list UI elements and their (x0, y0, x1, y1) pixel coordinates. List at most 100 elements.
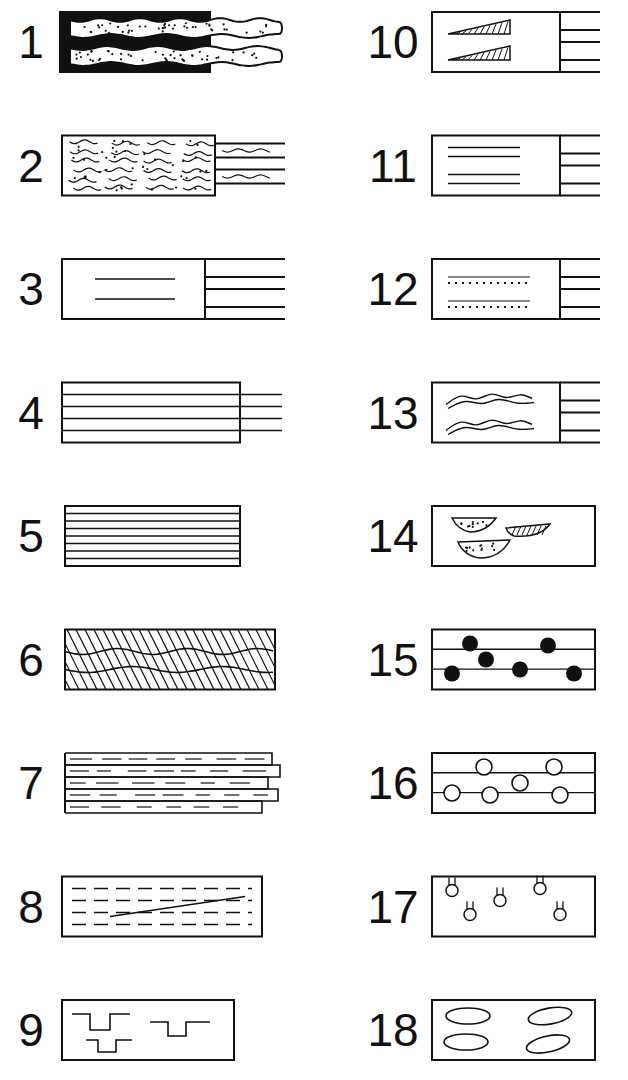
item-number: 9 (2, 1002, 60, 1058)
concretion (527, 1004, 573, 1027)
stroke (215, 169, 285, 171)
stroke (183, 158, 211, 162)
dot (158, 27, 160, 29)
stroke (205, 276, 285, 278)
stroke (472, 902, 473, 910)
stroke (146, 185, 174, 189)
stroke (432, 772, 595, 773)
box-outline (62, 259, 205, 319)
symbol-10 (432, 12, 600, 72)
dot (141, 59, 143, 61)
nodule (540, 638, 556, 654)
item-number: 4 (2, 385, 60, 441)
stroke (67, 630, 97, 690)
symbol-2 (62, 136, 285, 196)
dot (186, 27, 188, 29)
dot (468, 525, 470, 527)
stroke (504, 47, 508, 60)
dot (253, 53, 255, 55)
stroke (527, 526, 531, 535)
item-number: 11 (356, 138, 430, 194)
stroke (560, 183, 600, 185)
item-number: 18 (356, 1002, 430, 1058)
stroke (128, 770, 147, 771)
dot (201, 58, 203, 60)
open-circle (512, 775, 528, 791)
stroke (65, 630, 88, 690)
stroke (560, 430, 600, 432)
dot (101, 151, 103, 153)
stroke (65, 667, 273, 673)
dot (162, 27, 164, 29)
dot (180, 54, 182, 56)
dot (205, 170, 207, 172)
stroke (215, 143, 285, 145)
dot (482, 521, 484, 523)
stroke (196, 794, 210, 795)
stroke (498, 49, 502, 60)
dot (194, 188, 196, 190)
dot (170, 54, 172, 56)
dot (98, 171, 100, 173)
stroke (121, 630, 151, 690)
box-outline (432, 753, 595, 813)
dot (460, 522, 462, 524)
box-outline (432, 12, 560, 72)
stroke (104, 168, 132, 172)
stroke (560, 71, 600, 73)
item-number: 8 (2, 879, 60, 935)
dot (105, 157, 107, 159)
stroke (522, 526, 526, 535)
stroke (185, 758, 201, 759)
stroke (68, 178, 96, 182)
stroke (194, 806, 209, 807)
stroke (502, 888, 503, 896)
symbol-18 (432, 1000, 595, 1060)
dot (210, 28, 212, 30)
dot (472, 523, 474, 525)
dot (166, 60, 168, 62)
dot (173, 57, 175, 59)
item-number: 6 (2, 632, 60, 688)
stroke (210, 770, 228, 771)
stroke (532, 526, 536, 535)
stroke (112, 141, 140, 145)
dot (162, 54, 164, 56)
stroke (462, 31, 466, 34)
dot (480, 544, 482, 546)
dot (84, 176, 86, 178)
stroke (480, 53, 484, 60)
stroke (448, 282, 530, 284)
nodule (462, 636, 478, 652)
dot (217, 56, 219, 58)
stroke (175, 630, 205, 690)
stroke (498, 23, 502, 34)
stroke (536, 876, 537, 884)
stroke (70, 18, 282, 38)
stroke (560, 11, 600, 13)
stroke (560, 412, 600, 414)
stroke (181, 770, 196, 771)
dot (72, 157, 74, 159)
stroke (100, 794, 117, 795)
stroke (456, 32, 460, 34)
stroke (448, 147, 520, 148)
item-number: 10 (356, 14, 430, 70)
stroke (211, 630, 241, 690)
symbol-8 (62, 877, 262, 937)
stroke (562, 902, 563, 910)
nodule (566, 666, 582, 682)
stroke (154, 770, 174, 771)
dot (173, 50, 175, 52)
stroke (542, 876, 543, 884)
stroke (132, 782, 154, 783)
rootlet (464, 909, 476, 921)
stroke (183, 177, 211, 181)
stroke (147, 141, 175, 145)
stroke (466, 902, 467, 910)
dot (144, 25, 146, 27)
dot (255, 57, 257, 59)
dot (180, 175, 182, 177)
item-number: 1 (2, 14, 60, 70)
concretion (525, 1032, 571, 1057)
